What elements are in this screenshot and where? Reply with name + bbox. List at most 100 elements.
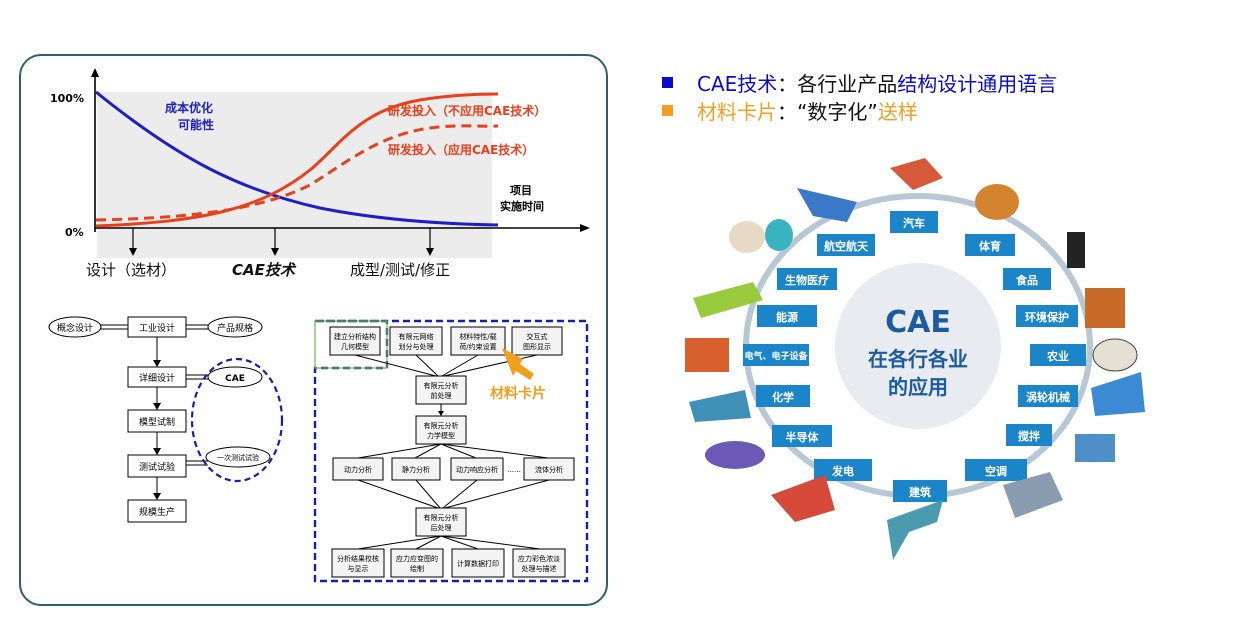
mixer-sim-image [1075,434,1115,462]
fluid-text: 流体分析 [535,465,563,474]
material-card-label: 材料卡片 [490,385,546,402]
concept-text: 概念设计 [57,322,93,334]
cae-text: CAE [225,374,245,384]
wheel-item-food[interactable] [1003,268,1051,290]
mass-box [127,499,187,523]
turbine-sim-image [1091,372,1145,416]
wheel-item-energy[interactable] [757,305,817,327]
prototype-text: 模型试制 [139,416,175,428]
fea-flow-diagram: 建立分析结构 几何模型 有限元网络 划分与处理 材料特性/载 荷/约束设置 交互… [313,319,589,583]
bullet-material-quote: “数字化” [797,99,878,124]
wheel-item-biomed-label: 生物医疗 [785,273,829,287]
product-flow-diagram: 概念设计 工业设计 产品规格 详细设计 CAE 模型试制 测试试验 一次测试试验… [48,316,284,523]
wheel-item-aerospace-label: 航空航天 [824,239,869,253]
ui-box [511,326,563,356]
center-line2: 在各行各业 [868,347,968,371]
wheel-item-aerospace[interactable] [817,234,875,256]
ui-text-1: 交互式 [527,332,548,341]
wheel-item-environment[interactable] [1016,305,1078,327]
wheel-item-power[interactable] [814,459,872,481]
material-text-2: 荷/约束设置 [459,342,496,351]
wheel-item-building[interactable] [893,480,947,502]
center-cae: CAE [885,305,951,340]
cost-label-2: 可能性 [178,117,214,132]
wheel-item-environment-label: 环境保护 [1025,310,1069,324]
rd-no-cae-label: 研发投入（不应用CAE技术） [388,103,546,118]
post-box [415,507,467,537]
geo-text-2: 几何模型 [341,342,369,351]
wheel-item-hvac-label: 空调 [985,464,1007,478]
room-sim-image [1003,472,1063,518]
wheel-center [835,263,1001,429]
wheel-item-biomed[interactable] [777,268,837,290]
post-text-1: 有限元分析 [424,513,459,522]
geo-text-1: 建立分析结构 [334,332,376,341]
rd-no-cae-curve [95,92,499,228]
crop-sim-image [1092,338,1138,372]
mech-text-1: 有限元分析 [424,421,459,430]
mesh-text-2: 划分与处理 [399,342,434,351]
chip-sim-image [705,441,765,469]
bullet-cae-highlight: 结构设计通用语言 [897,71,1058,96]
concept-ellipse [48,316,102,338]
out1-text-2: 与显示 [348,565,369,573]
rd-cae-curve [95,124,499,222]
wheel-item-chemistry[interactable] [756,385,810,407]
beverage-sim-image [1067,232,1085,268]
out4-text-1: 应力彩色浓淡 [518,554,560,563]
cost-investment-chart: 100% 0% 成本优化 可能性 研发投入（不应用CAE技术） 研发投入（应用C… [50,68,590,279]
bullet-cae-term: CAE技术 [697,71,778,96]
wheel-item-auto-label: 汽车 [903,216,925,230]
out3-text: 计算数据打印 [457,559,499,568]
wheel-item-agriculture[interactable] [1030,344,1086,366]
center-line3: 的应用 [888,375,948,399]
wheel-item-semiconductor[interactable] [772,425,832,447]
material-card-arrow [502,348,534,380]
wheel-item-hvac[interactable] [965,459,1027,481]
pre-box [415,375,467,405]
cae-applications-wheel: CAE 在各行各业 的应用 汽车 体育 食品 环境保护 农业 涡轮机械 搅拌 空… [685,158,1145,560]
dots-text: …… [507,466,521,474]
electric-sim-image [685,338,729,372]
bullet-cae: CAE技术 ：各行业产品 结构设计通用语言 [662,68,1057,96]
industrial-text: 工业设计 [139,322,175,334]
wheel-item-sports[interactable] [965,234,1015,256]
mass-text: 规模生产 [139,506,175,518]
wheel-item-energy-label: 能源 [776,310,798,324]
bullet-material-colon: ： [777,99,797,124]
brain-sim-image [729,221,765,253]
y-label-100: 100% [50,92,84,105]
y-axis-arrow [91,68,99,77]
out2-box [390,548,444,578]
wheel-item-auto[interactable] [890,211,938,233]
bullet-material-end: 送样 [877,99,918,124]
wheel-item-electrical[interactable] [743,344,809,366]
green-frame [314,320,388,369]
wheel-item-mixing[interactable] [1006,424,1052,446]
wheel-item-building-label: 建筑 [909,485,931,499]
car-sim-image [890,158,943,190]
bullet-cae-colon: ：各行业产品 [777,71,898,96]
bullet-square-orange [662,104,673,116]
fea-dashed-frame [313,319,589,583]
cae-dashed-ellipse [190,357,284,483]
jet-sim-image [797,188,857,222]
stat-text: 静力分析 [402,465,430,474]
spec-text: 产品规格 [217,322,253,334]
wheel-item-electrical-label: 电气、电子设备 [744,350,808,362]
detail-text: 详细设计 [139,372,175,384]
x-label-2: 实施时间 [500,199,544,213]
wheel-item-chemistry-label: 化学 [772,390,794,404]
pre-text-2: 前处理 [431,391,452,400]
wheel-item-mixing-label: 搅拌 [1018,429,1040,443]
out2-text-2: 绘制 [410,564,424,573]
bullet-square-blue [662,76,673,88]
helmet-sim-image [975,184,1019,220]
wheel-item-turbo[interactable] [1018,385,1078,407]
spec-ellipse [207,316,263,338]
power-sim-image [771,475,835,522]
mech-box [415,415,467,445]
bullet-material: 材料卡片 ： “数字化” 送样 [662,96,1057,124]
wheel-item-food-label: 食品 [1016,273,1038,287]
bullet-list: CAE技术 ：各行业产品 结构设计通用语言 材料卡片 ： “数字化” 送样 [662,68,1057,124]
